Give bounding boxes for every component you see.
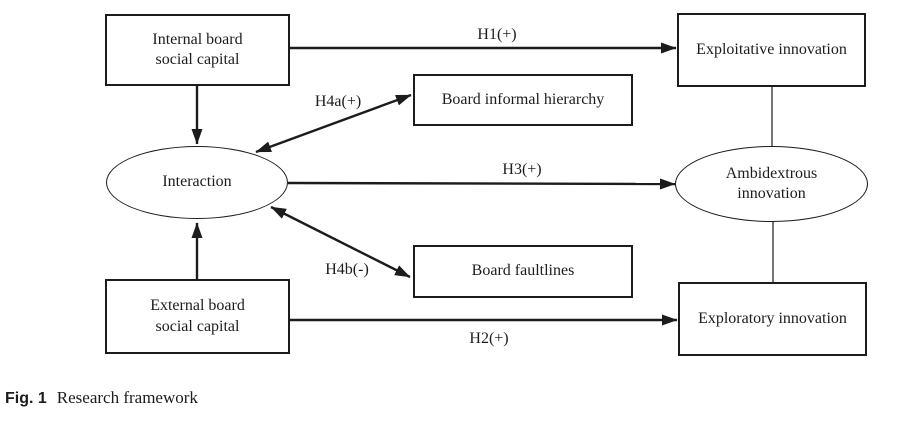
node-exploratory-innovation: Exploratory innovation [678, 282, 867, 356]
figure-caption-title: Research framework [56, 388, 198, 407]
node-exploitative-innovation: Exploitative innovation [677, 13, 866, 87]
figure-caption: Fig. 1 Research framework [5, 388, 198, 408]
node-interaction: Interaction [106, 146, 288, 219]
node-label: Board informal hierarchy [441, 90, 605, 108]
figure-caption-tag: Fig. 1 [5, 390, 47, 407]
h4a-double-arrow [255, 93, 412, 154]
edge-label-h3: H3(+) [502, 161, 542, 178]
node-internal-board-social-capital: Internal board social capital [105, 14, 290, 86]
node-label: Ambidextrous innovation [725, 164, 818, 202]
h3-arrow [287, 178, 676, 190]
edge-label-h1: H1(+) [477, 26, 517, 43]
node-board-informal-hierarchy: Board informal hierarchy [413, 74, 633, 126]
node-label: Internal board social capital [152, 30, 243, 68]
node-label: Board faultlines [471, 262, 575, 280]
node-label: Exploratory innovation [698, 309, 847, 327]
node-label: Exploitative innovation [696, 40, 847, 58]
node-external-board-social-capital: External board social capital [105, 279, 290, 354]
node-label: Interaction [162, 173, 232, 191]
h4b-double-arrow [270, 205, 411, 279]
node-label: External board social capital [150, 297, 245, 335]
node-board-faultlines: Board faultlines [413, 245, 633, 298]
edge-label-h4a: H4a(+) [314, 93, 362, 110]
edge-label-h2: H2(+) [469, 330, 509, 347]
edge-label-h4b: H4b(-) [325, 261, 369, 278]
node-ambidextrous-innovation: Ambidextrous innovation [675, 146, 868, 222]
